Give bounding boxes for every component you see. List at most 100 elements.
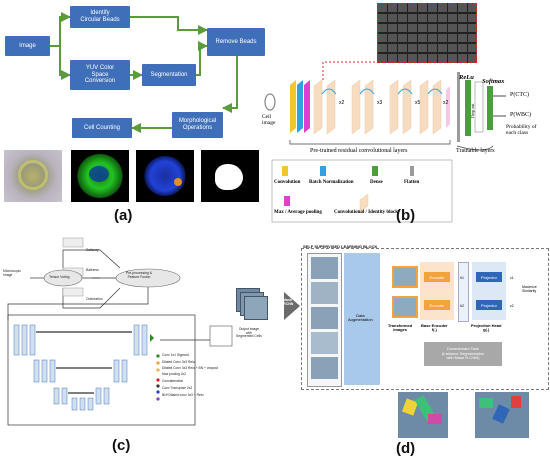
panel-d-label: (d) xyxy=(396,440,416,457)
legend-conv-label: Convolution xyxy=(274,180,301,185)
mult-2: x3 xyxy=(377,100,383,106)
ssl-block xyxy=(301,248,549,390)
orientation-box xyxy=(62,287,84,297)
mask-rcnn-arrow xyxy=(284,292,300,320)
box-identify-beads: Identify Circular Beads xyxy=(70,6,130,28)
legend-block-label: Convolutional / Identity block xyxy=(334,210,399,215)
panel-a-label: (a) xyxy=(114,207,133,224)
unet-dec-1b xyxy=(141,324,148,356)
legend-pool-label: Max / Average pooling xyxy=(274,210,322,215)
legend-dilated: Dilated Conv 3x3 Relu xyxy=(162,360,195,364)
softmax-label: Softmax xyxy=(482,78,505,85)
legend-box xyxy=(271,159,453,223)
legend-concat: Concatenation xyxy=(162,379,184,383)
mult-4: x2 xyxy=(443,100,449,106)
unet-enc-1a xyxy=(13,324,20,356)
dropout-label: Drop out xyxy=(470,103,475,118)
projection-head-label: Projection Head g(.) xyxy=(471,323,502,333)
feature-map-grid xyxy=(377,3,477,63)
arrow-identify-remove xyxy=(130,16,208,35)
unet-enc-3b xyxy=(61,387,68,405)
input-image-3 xyxy=(244,296,268,320)
unet-dec-2b xyxy=(121,359,128,383)
arrow-remove-morph xyxy=(222,56,238,113)
legend-marker-bn-dilated xyxy=(156,397,160,401)
thumbnail-green-channel xyxy=(71,150,129,202)
legend-sigmoid: Conv 1x1 Sigmoid xyxy=(162,353,189,357)
dense-layer-1 xyxy=(465,80,471,136)
maximize-similarity-label: Maximize Similarity xyxy=(522,285,537,293)
pretrained-brace xyxy=(289,140,451,145)
trainable-brace xyxy=(456,145,494,151)
legend-swatch-dense xyxy=(372,166,378,176)
unet-border xyxy=(7,314,196,426)
legend-bn-label: Batch Normalization xyxy=(309,180,354,185)
block-2a xyxy=(351,79,361,135)
layer-bn xyxy=(297,80,303,133)
h-vectors xyxy=(458,262,469,322)
legend-transpose: Conv Transpose 2x2 xyxy=(162,386,193,390)
saliency-box xyxy=(62,237,84,248)
block-2b xyxy=(364,79,374,135)
output-image-box xyxy=(209,325,233,347)
saliency-label: Saliency xyxy=(86,248,99,252)
legend-marker-dilated-bn xyxy=(156,368,160,372)
probability-label: Probability of each class xyxy=(506,124,537,137)
legend-maxpool: Max pooling 2x2 xyxy=(162,372,187,376)
augmentation-label: Data Augmentation xyxy=(348,313,373,323)
block-4a xyxy=(419,79,429,135)
microscopic-image-label: Microscopic Image xyxy=(3,269,21,277)
legend-marker-sigmoid xyxy=(156,354,160,358)
legend-marker-concat xyxy=(156,384,160,388)
thumbnail-original-cell xyxy=(4,150,62,202)
z1-label: z1 xyxy=(510,276,514,280)
arrow-seg-remove xyxy=(196,41,208,76)
unet-enc-2a xyxy=(33,359,40,383)
legend-swatch-flatten xyxy=(410,166,414,176)
skip-4 xyxy=(427,88,443,95)
skip-1 xyxy=(321,88,337,95)
block-1a xyxy=(313,79,323,135)
h1-label: h1 xyxy=(460,276,464,280)
arrow-to-unet xyxy=(7,286,149,320)
legend-swatch-pool xyxy=(284,196,290,206)
dropout-layer xyxy=(474,81,484,133)
skip-3 xyxy=(397,88,413,95)
encoder-2: Encoder xyxy=(424,300,450,310)
arrow-image-identify xyxy=(50,12,71,47)
unet-enc-2b xyxy=(41,359,48,383)
layer-pool xyxy=(304,80,310,133)
trainable-label: Trainable layers xyxy=(456,148,495,154)
base-encoder-label: Base Encoder f(.) xyxy=(421,323,448,333)
unet-dec-2a xyxy=(113,359,120,383)
downstream-task-box: Downstream Task (Instance Segmentation w… xyxy=(424,342,502,366)
transformed-image-1 xyxy=(392,266,418,288)
panel-c-diagram xyxy=(7,237,233,426)
legend-marker-dilated xyxy=(156,361,160,365)
output-wbc: P(WBC) xyxy=(510,112,531,118)
legend-marker-transpose xyxy=(156,390,160,394)
legend-marker-maxpool xyxy=(156,378,160,382)
encoder-1: Encoder xyxy=(424,272,450,282)
arrow-image-yuv xyxy=(50,45,71,80)
box-image: Image xyxy=(5,36,50,56)
tensor-voting-node xyxy=(43,269,83,287)
projector-2: Projector xyxy=(476,300,502,310)
transformed-image-2 xyxy=(392,296,418,318)
mult-3: x5 xyxy=(415,100,421,106)
panel-c-label: (c) xyxy=(112,437,131,454)
h2-label: h2 xyxy=(460,304,464,308)
pretrained-label: Pre-trained residual convolutional layer… xyxy=(310,148,408,154)
line-saliency xyxy=(62,249,121,269)
output-image-label: Output image with Segmented Cells xyxy=(236,327,262,339)
unet-dec-3a xyxy=(95,387,102,405)
tensor-voting-label: Tensor Voting xyxy=(49,275,70,279)
unet-enc-3a xyxy=(53,387,60,405)
panel-b-label: (b) xyxy=(396,207,416,224)
crop-column xyxy=(307,253,342,387)
unet-bottleneck-c xyxy=(87,397,94,411)
thumbnail-blue-channel xyxy=(136,150,194,202)
unet-dec-1a xyxy=(133,324,140,356)
skip-2 xyxy=(359,88,375,95)
